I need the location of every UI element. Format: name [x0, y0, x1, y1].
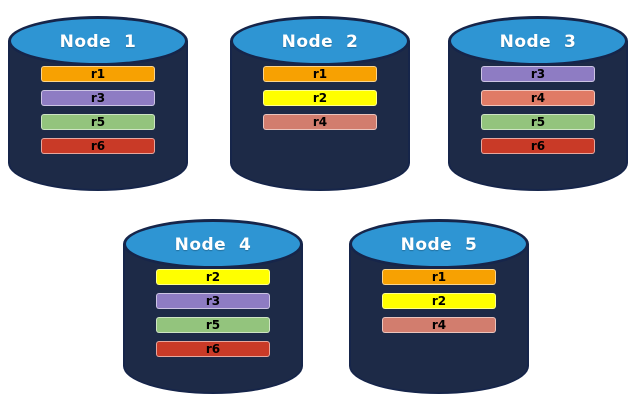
- database-node: Node 5 r1 r2 r4: [349, 211, 529, 394]
- record-label: r5: [90, 115, 106, 129]
- record-label: r1: [90, 67, 106, 81]
- database-cylinder-top-ellipse: Node 2: [230, 16, 410, 66]
- record-bar: r2: [263, 90, 377, 106]
- record-label: r3: [205, 294, 221, 308]
- node-title: Node 2: [281, 31, 359, 52]
- record-bar: r5: [156, 317, 270, 333]
- database-node: Node 1 r1 r3 r5 r6: [8, 8, 188, 191]
- record-bar: r4: [481, 90, 595, 106]
- record-bar: r4: [382, 317, 496, 333]
- database-cylinder-top-ellipse: Node 4: [123, 219, 303, 269]
- record-label: r2: [431, 294, 447, 308]
- record-list: r1 r2 r4: [382, 269, 496, 333]
- database-cylinder-top-ellipse: Node 1: [8, 16, 188, 66]
- record-label: r4: [530, 91, 546, 105]
- record-bar: r5: [481, 114, 595, 130]
- node-title: Node 4: [174, 234, 252, 255]
- record-label: r1: [312, 67, 328, 81]
- record-label: r5: [205, 318, 221, 332]
- record-label: r2: [205, 270, 221, 284]
- record-label: r4: [431, 318, 447, 332]
- node-title: Node 3: [499, 31, 577, 52]
- record-list: r2 r3 r5 r6: [156, 269, 270, 357]
- record-bar: r3: [481, 66, 595, 82]
- database-cylinder-top-ellipse: Node 3: [448, 16, 628, 66]
- record-bar: r2: [156, 269, 270, 285]
- record-label: r2: [312, 91, 328, 105]
- node-title: Node 1: [59, 31, 137, 52]
- database-node: Node 3 r3 r4 r5 r6: [448, 8, 628, 191]
- record-label: r6: [530, 139, 546, 153]
- record-label: r3: [90, 91, 106, 105]
- record-label: r6: [205, 342, 221, 356]
- record-list: r1 r2 r4: [263, 66, 377, 130]
- record-bar: r3: [156, 293, 270, 309]
- database-cylinder-top-ellipse: Node 5: [349, 219, 529, 269]
- record-label: r3: [530, 67, 546, 81]
- record-bar: r3: [41, 90, 155, 106]
- record-list: r3 r4 r5 r6: [481, 66, 595, 154]
- record-label: r5: [530, 115, 546, 129]
- record-bar: r6: [156, 341, 270, 357]
- record-bar: r5: [41, 114, 155, 130]
- record-bar: r4: [263, 114, 377, 130]
- record-bar: r1: [263, 66, 377, 82]
- node-title: Node 5: [400, 234, 478, 255]
- record-label: r4: [312, 115, 328, 129]
- record-bar: r6: [41, 138, 155, 154]
- record-bar: r6: [481, 138, 595, 154]
- record-bar: r2: [382, 293, 496, 309]
- record-bar: r1: [41, 66, 155, 82]
- record-label: r1: [431, 270, 447, 284]
- record-label: r6: [90, 139, 106, 153]
- record-list: r1 r3 r5 r6: [41, 66, 155, 154]
- database-node: Node 4 r2 r3 r5 r6: [123, 211, 303, 394]
- database-node: Node 2 r1 r2 r4: [230, 8, 410, 191]
- record-bar: r1: [382, 269, 496, 285]
